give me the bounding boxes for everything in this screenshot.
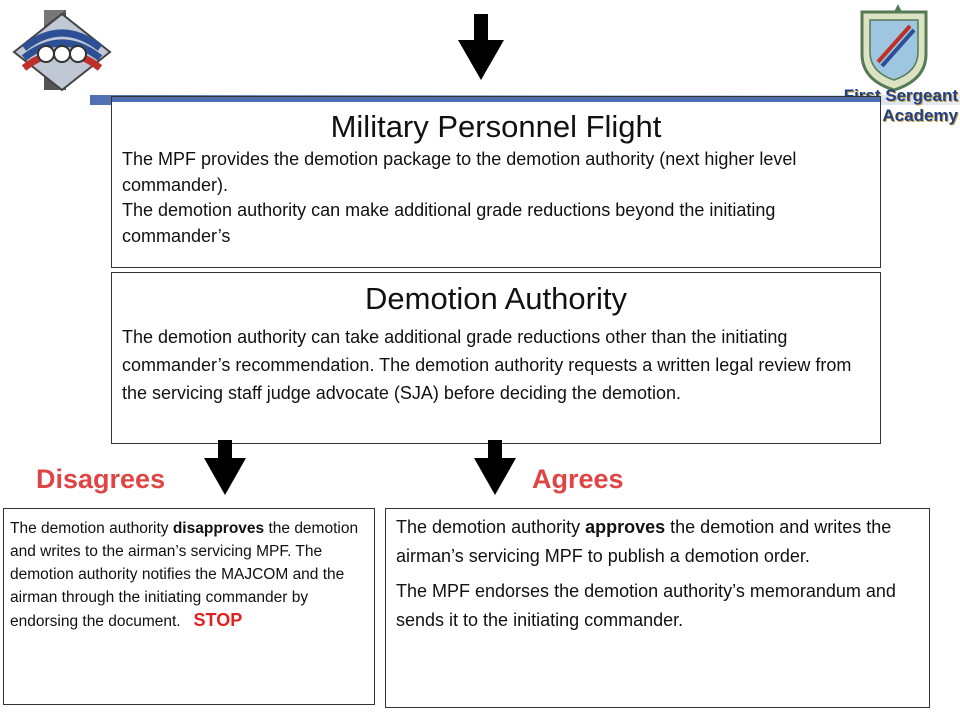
agree-emphasis: approves: [585, 517, 666, 537]
first-sergeant-logo-icon: [6, 4, 118, 96]
mpf-paragraph-1: The MPF provides the demotion package to…: [122, 149, 797, 195]
mpf-title: Military Personnel Flight: [330, 109, 662, 144]
disagree-text-lead: The demotion authority: [10, 520, 173, 537]
disagree-box: The demotion authority disapproves the d…: [3, 508, 375, 705]
demotion-authority-title: Demotion Authority: [365, 281, 627, 316]
agrees-label: Agrees: [532, 464, 624, 494]
down-arrow-icon: [458, 14, 504, 82]
disagree-emphasis: disapproves: [172, 520, 265, 537]
mpf-paragraph-2: The demotion authority can make addition…: [122, 200, 776, 246]
demotion-authority-text: The demotion authority can take addition…: [122, 327, 852, 403]
agree-text-rest: the demotion and writes the airman’s ser…: [396, 517, 892, 566]
stop-label: STOP: [193, 610, 243, 630]
mpf-box-top-accent: [112, 97, 880, 102]
academy-shield-icon: [848, 2, 940, 92]
disagrees-label: Disagrees: [36, 464, 166, 494]
demotion-authority-box: Demotion Authority The demotion authorit…: [111, 272, 881, 444]
agree-text-lead: The demotion authority: [396, 517, 586, 537]
agrees-arrow-icon: [474, 440, 516, 496]
disagree-text-rest: the demotion and writes to the airman’s …: [10, 520, 359, 630]
agree-paragraph-1: The demotion authority approves the demo…: [396, 513, 919, 571]
agree-box: The demotion authority approves the demo…: [385, 508, 930, 708]
agree-paragraph-2: The MPF endorses the demotion authority’…: [396, 581, 896, 630]
mpf-box: Military Personnel Flight The MPF provid…: [111, 96, 881, 268]
disagrees-arrow-icon: [204, 440, 246, 496]
